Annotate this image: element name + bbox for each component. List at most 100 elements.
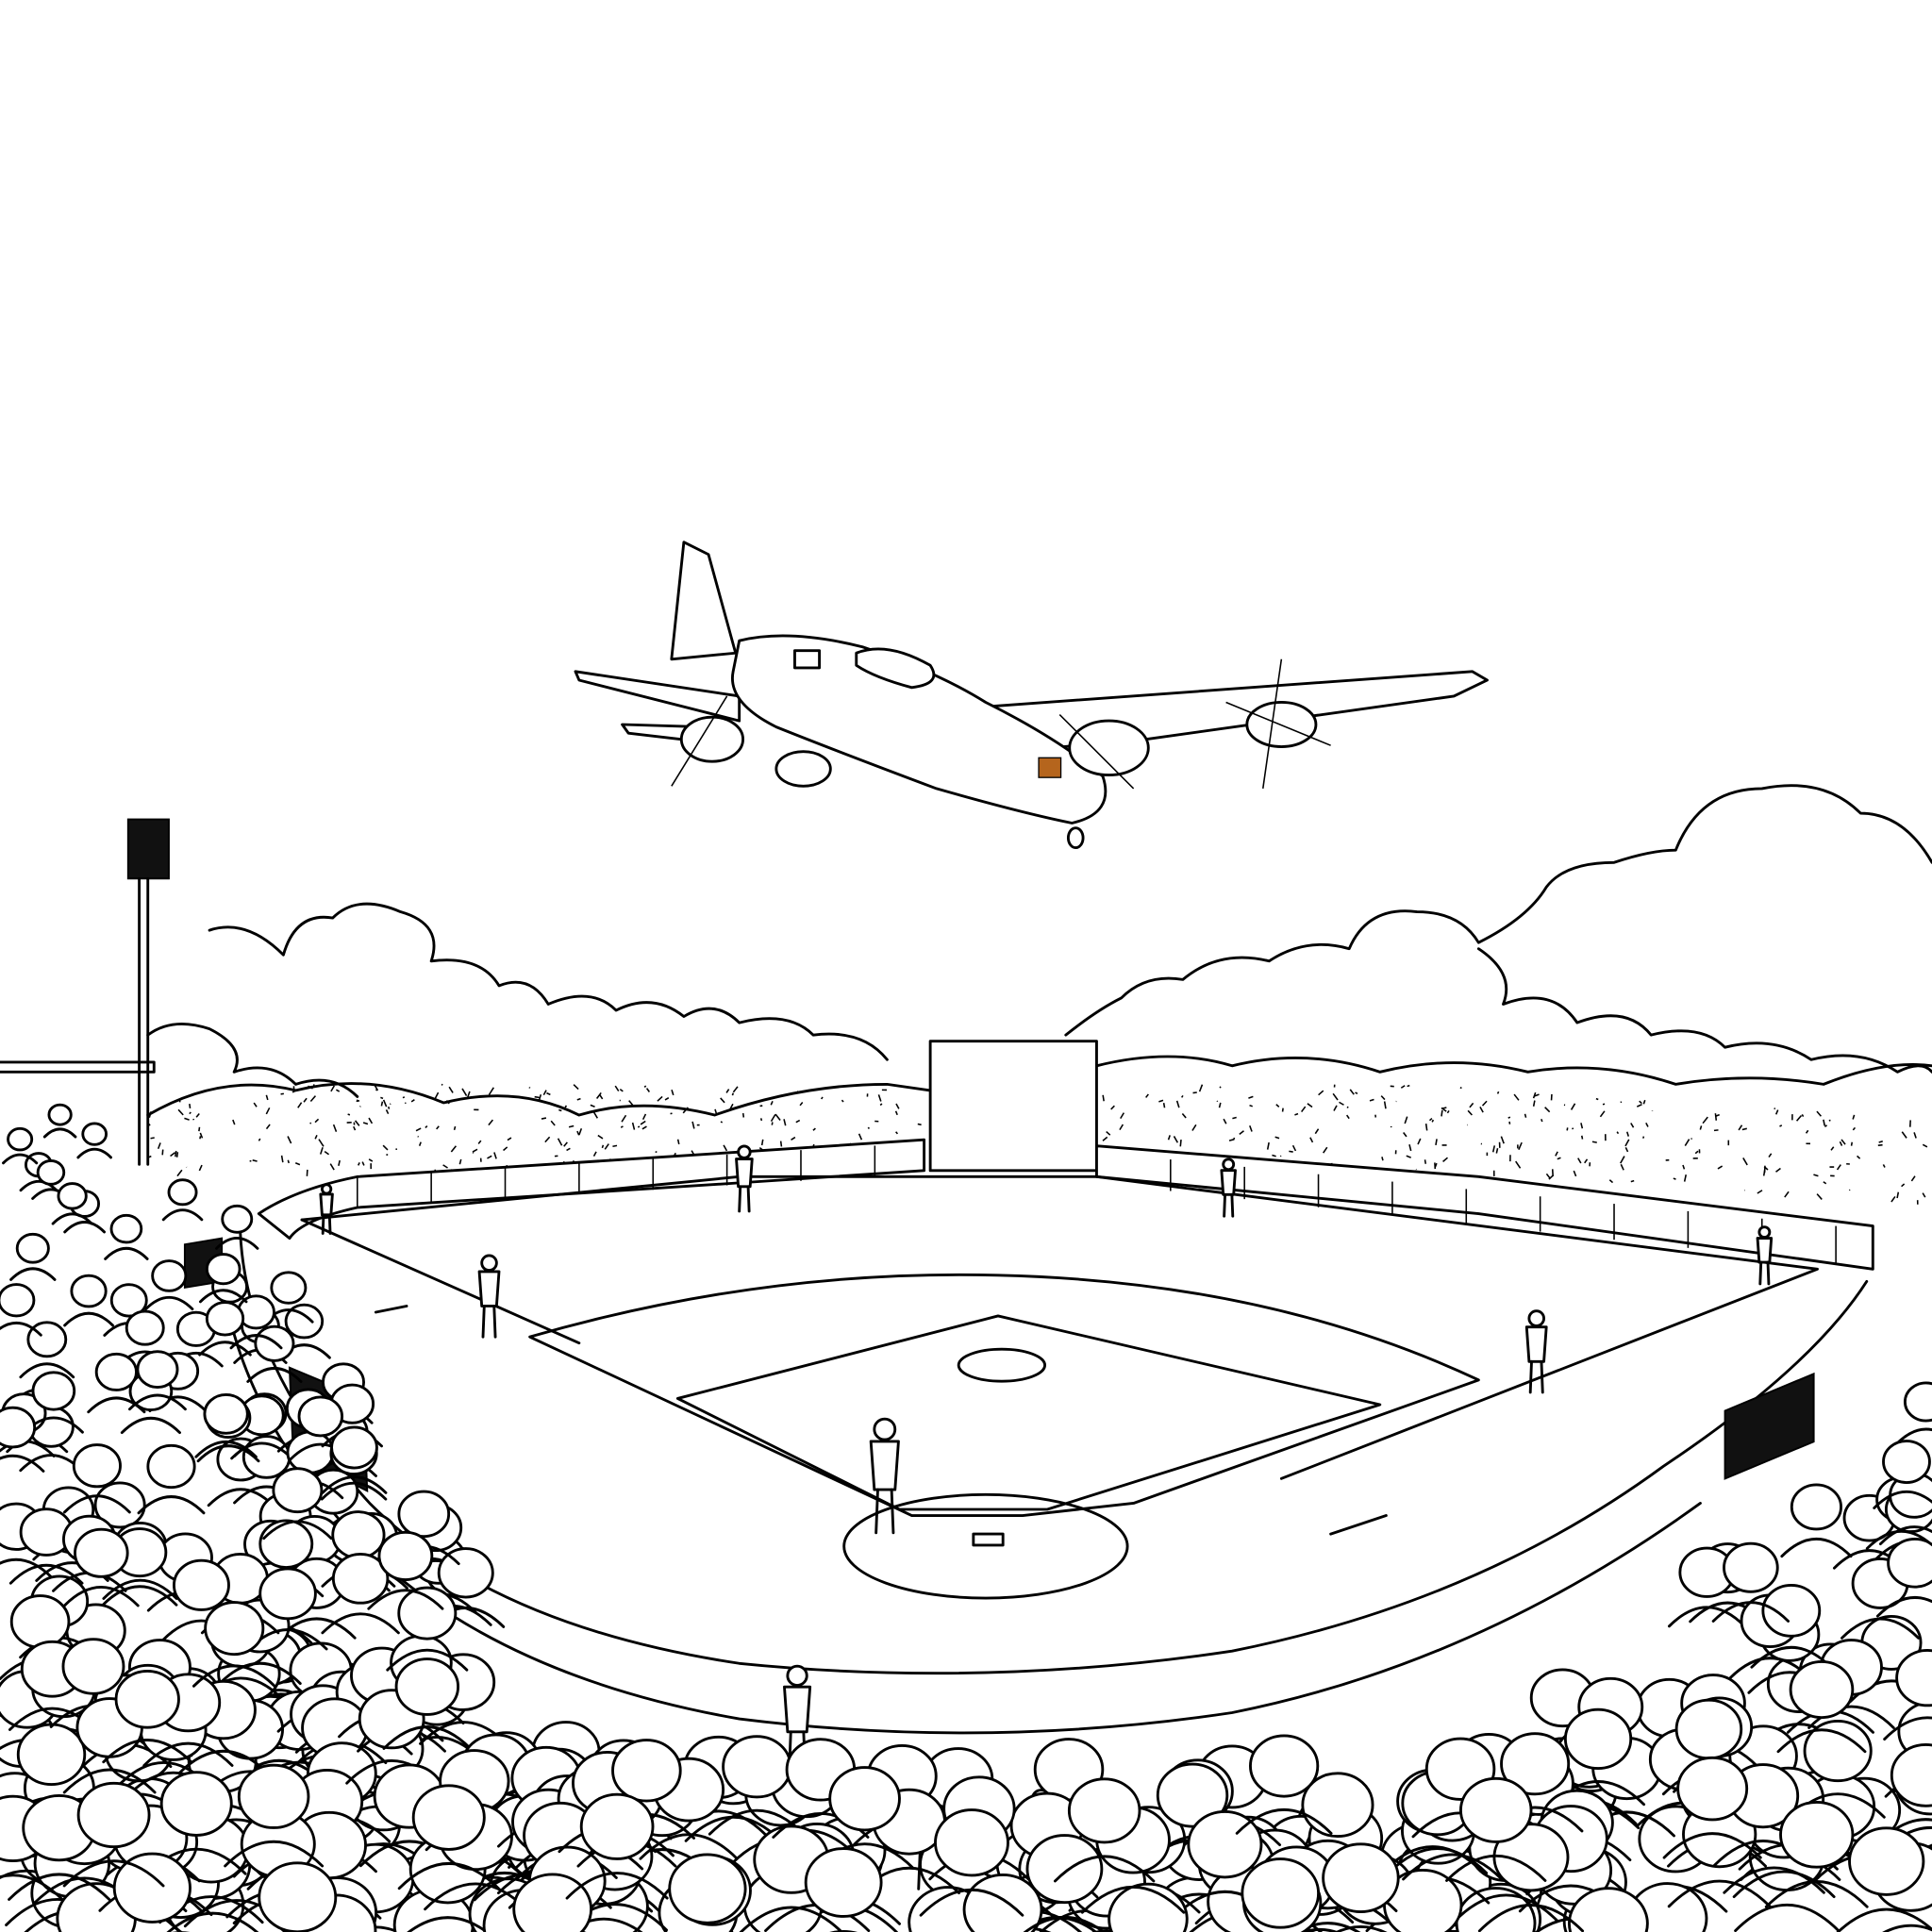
foliage-mark xyxy=(329,1163,335,1171)
foliage-mark xyxy=(1179,1139,1182,1147)
spectator-shoulders xyxy=(1807,1705,1895,1729)
foliage-mark xyxy=(628,1100,634,1107)
foliage-mark xyxy=(1219,1086,1222,1089)
spectator-head xyxy=(0,1406,37,1449)
foliage-mark xyxy=(1192,1091,1197,1094)
foliage-mark xyxy=(1642,1099,1646,1105)
spectator-shoulders xyxy=(101,1585,178,1607)
foliage-mark xyxy=(1591,1141,1597,1143)
foliage-mark xyxy=(1801,1114,1805,1118)
spectator-shoulders xyxy=(1053,1855,1156,1883)
spectator-head xyxy=(722,1735,792,1799)
foliage-mark xyxy=(1496,1091,1500,1094)
foliage-mark xyxy=(1595,1097,1599,1101)
foliage-mark xyxy=(1167,1135,1171,1141)
foliage-mark xyxy=(387,1106,391,1109)
insignia xyxy=(1038,757,1062,778)
spectator-shoulders xyxy=(62,1586,140,1607)
foliage-mark xyxy=(1518,1141,1523,1150)
player-legs xyxy=(1223,1192,1235,1218)
foliage-mark xyxy=(1216,1100,1219,1103)
foliage-mark xyxy=(150,1137,155,1140)
player-body xyxy=(783,1685,812,1734)
spectator-head xyxy=(136,1350,179,1389)
foliage-mark xyxy=(641,1113,647,1121)
spectator-shoulders xyxy=(137,1495,206,1515)
foliage-mark xyxy=(1714,1113,1718,1121)
foliage-mark xyxy=(1839,1141,1843,1146)
foliage-mark xyxy=(1896,1191,1900,1199)
spectator-shoulders xyxy=(1294,1922,1361,1932)
spectator-head xyxy=(270,1271,308,1305)
spectator-head xyxy=(109,1283,148,1318)
foliage-mark xyxy=(1428,1117,1433,1122)
foliage-mark xyxy=(503,1146,508,1152)
foliage-mark xyxy=(1702,1116,1708,1124)
spectator-shoulders xyxy=(218,1661,302,1686)
foliage-mark xyxy=(1762,1169,1766,1176)
foliage-mark xyxy=(1878,1141,1883,1143)
foliage-mark xyxy=(265,1124,271,1130)
foliage-mark xyxy=(576,1097,581,1101)
foliage-mark xyxy=(640,1120,646,1125)
spectator-head xyxy=(81,1122,108,1146)
foliage-mark xyxy=(534,1095,540,1099)
foliage-mark xyxy=(592,1151,597,1158)
foliage-mark xyxy=(1694,1150,1699,1155)
foliage-mark xyxy=(1106,1130,1111,1136)
foliage-mark xyxy=(175,1152,179,1158)
foliage-mark xyxy=(894,1110,898,1116)
foliage-mark xyxy=(612,1144,618,1148)
spectator-shoulders xyxy=(407,1916,489,1932)
player-head xyxy=(1757,1225,1772,1240)
foliage-mark xyxy=(1249,1104,1253,1108)
foliage-mark xyxy=(895,1103,900,1109)
foliage-mark xyxy=(1570,1103,1576,1110)
foliage-mark xyxy=(1913,1132,1917,1139)
foliage-mark xyxy=(1541,1118,1543,1123)
foliage-mark xyxy=(1406,1155,1411,1158)
foliage-mark xyxy=(1795,1115,1803,1122)
spectator-shoulders xyxy=(829,1930,858,1932)
foliage-mark xyxy=(1757,1190,1763,1194)
spectator-shoulders xyxy=(1334,1925,1388,1932)
foliage-mark xyxy=(1775,1167,1781,1173)
foliage-mark xyxy=(1848,1189,1851,1191)
foliage-mark xyxy=(720,1121,723,1124)
foliage-mark xyxy=(1218,1102,1222,1108)
spectator-shoulders xyxy=(1750,1646,1833,1669)
foliage-mark xyxy=(895,1131,899,1135)
foliage-mark xyxy=(1102,1094,1105,1102)
spectator-head xyxy=(1567,1887,1649,1932)
spectator-shoulders xyxy=(224,1840,325,1868)
foliage-mark xyxy=(1145,1093,1149,1098)
foliage-mark xyxy=(1768,1153,1773,1158)
foliage-mark xyxy=(1435,1139,1438,1146)
foliage-mark xyxy=(1830,1146,1835,1151)
foliage-mark xyxy=(357,1162,360,1166)
foliage-mark xyxy=(1281,1108,1284,1112)
foliage-mark xyxy=(1779,1124,1783,1127)
foliage-mark xyxy=(309,1095,317,1102)
spectator-head xyxy=(512,1873,593,1932)
foliage-mark xyxy=(461,1088,468,1096)
spectator-head xyxy=(1779,1801,1855,1869)
foliage-mark xyxy=(573,1084,579,1091)
foliage-mark xyxy=(175,1150,177,1158)
spectator-shoulders xyxy=(1091,1929,1123,1932)
foliage-mark xyxy=(1191,1124,1197,1131)
spectator-shoulders xyxy=(1878,1525,1932,1546)
foliage-mark xyxy=(1513,1093,1520,1101)
foliage-mark xyxy=(1857,1155,1861,1159)
foliage-mark xyxy=(189,1111,192,1115)
foliage-mark xyxy=(1383,1101,1387,1109)
foliage-mark xyxy=(184,1117,190,1121)
foliage-mark xyxy=(324,1150,330,1156)
spectator-head xyxy=(72,1443,122,1489)
foliage-mark xyxy=(558,1108,562,1112)
spectator-shoulders xyxy=(166,1911,259,1932)
spectator-head xyxy=(1882,1440,1931,1484)
foliage-mark xyxy=(542,1090,547,1096)
foliage-mark xyxy=(564,1105,568,1108)
spectator-head xyxy=(47,1103,73,1126)
